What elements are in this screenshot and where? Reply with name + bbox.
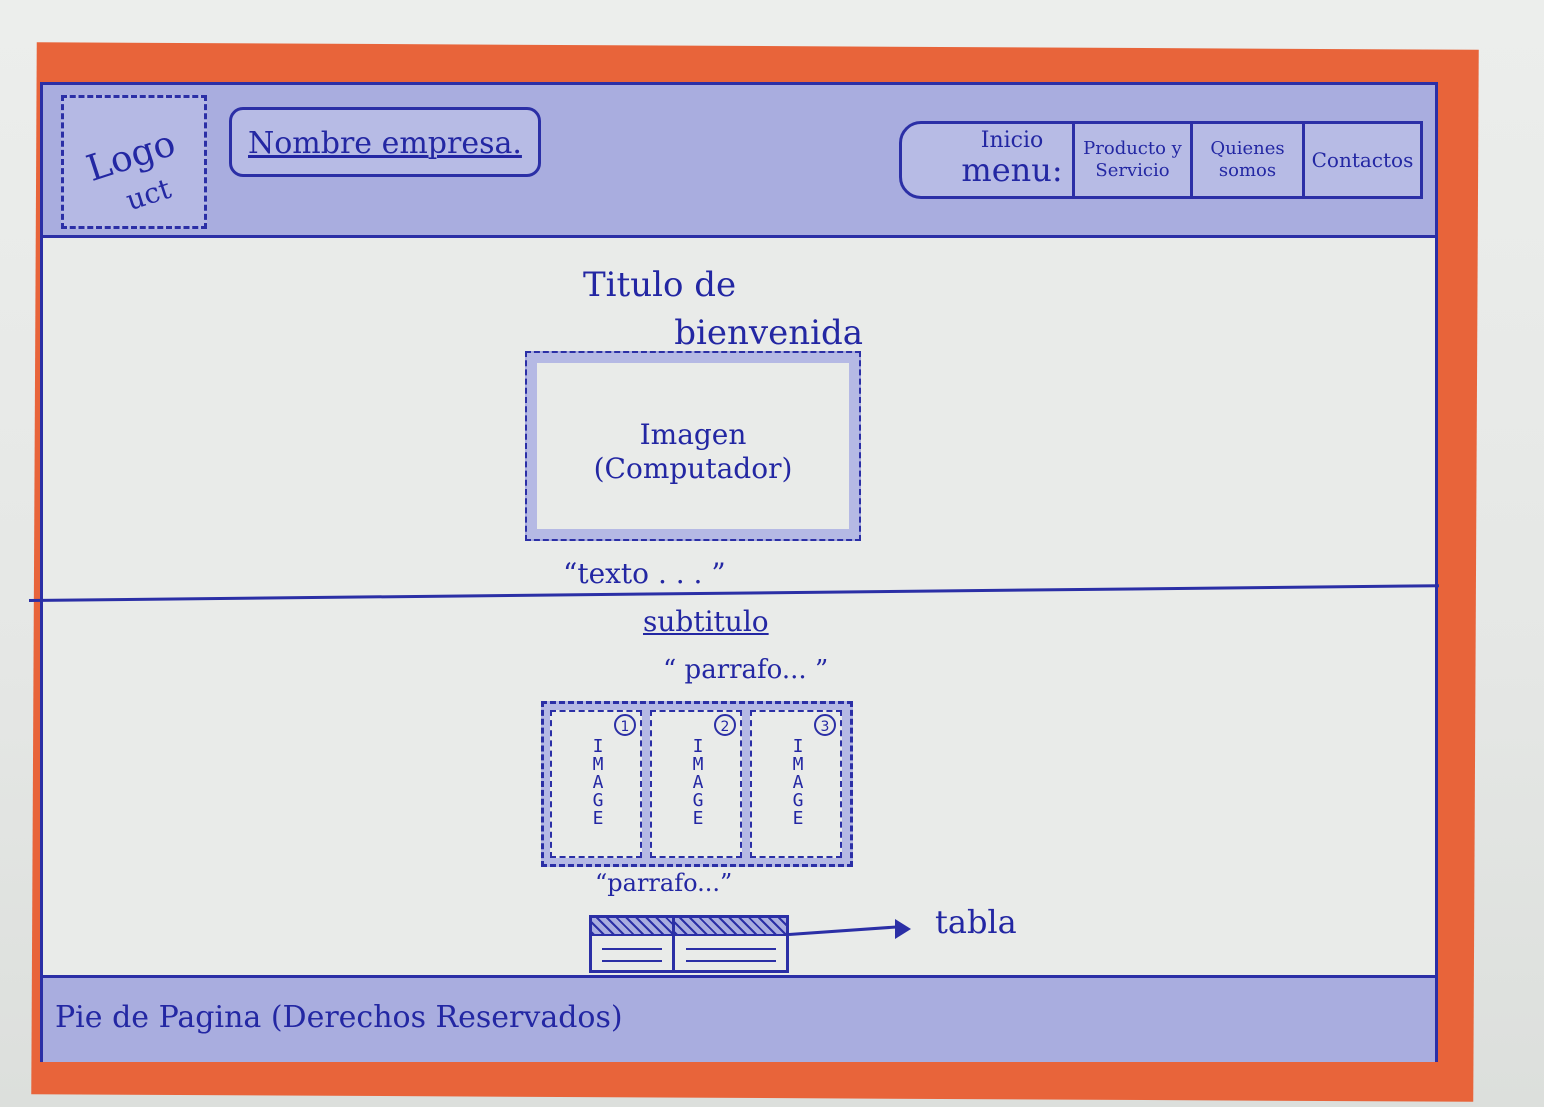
table-placeholder[interactable]	[589, 915, 789, 973]
welcome-title-line2: bienvenida	[674, 313, 863, 353]
hero-image-label-line2: (Computador)	[593, 452, 793, 485]
nav-item-inicio[interactable]: Inicio menu:	[954, 128, 1070, 187]
footer-text: Pie de Pagina (Derechos Reservados)	[55, 1000, 623, 1035]
table-header-cell	[675, 918, 786, 934]
nav-item-label: Contactos	[1311, 148, 1414, 172]
arrow-line	[788, 925, 901, 936]
table-cell-line	[602, 960, 662, 962]
table-row-line	[592, 934, 786, 936]
nav-item-label: Producto y	[1083, 138, 1182, 159]
welcome-title-line1: Titulo de	[583, 265, 737, 305]
gallery-image-3[interactable]: 3 IMAGE	[750, 710, 842, 858]
gallery-number-badge: 3	[814, 714, 836, 736]
table-cell-line	[686, 960, 776, 962]
nav-item-label: Quienes	[1210, 138, 1285, 159]
company-name: Nombre empresa.	[248, 126, 522, 161]
hero-image-label-line1: Imagen	[639, 418, 747, 451]
gallery-image-label: IMAGE	[592, 736, 604, 829]
wireframe-page: Logo uct Nombre empresa. Inicio menu: Pr…	[28, 82, 1439, 1062]
logo-subtext: uct	[122, 171, 175, 218]
section-divider	[28, 584, 1439, 602]
gallery-image-label: IMAGE	[692, 736, 704, 829]
image-gallery: 1 IMAGE 2 IMAGE 3 IMAGE	[541, 701, 853, 867]
table-cell-line	[602, 948, 662, 950]
nav-item-contactos[interactable]: Contactos	[1302, 124, 1420, 196]
table-column-divider	[672, 918, 675, 970]
hero-image-label: Imagen (Computador)	[528, 418, 858, 486]
hero-text: “texto . . . ”	[563, 557, 726, 590]
nav-item-quienes-somos[interactable]: Quienes somos	[1190, 124, 1302, 196]
logo-placeholder[interactable]: Logo uct	[61, 95, 207, 229]
arrow-head-icon	[895, 919, 911, 939]
gallery-image-1[interactable]: 1 IMAGE	[550, 710, 642, 858]
hero-image-placeholder[interactable]: Imagen (Computador)	[525, 351, 861, 541]
nav-inicio-label: Inicio	[980, 128, 1044, 153]
gallery-image-2[interactable]: 2 IMAGE	[650, 710, 742, 858]
nav-item-productos[interactable]: Producto y Servicio	[1072, 124, 1190, 196]
paragraph-2: “parrafo...”	[595, 869, 733, 897]
welcome-title: Titulo de bienvenida	[583, 261, 863, 357]
company-name-box[interactable]: Nombre empresa.	[229, 107, 541, 177]
header-bar: Logo uct Nombre empresa. Inicio menu: Pr…	[43, 85, 1435, 238]
nav-menu: Inicio menu: Producto y Servicio Quienes…	[899, 121, 1423, 199]
table-cell-line	[686, 948, 776, 950]
paragraph-1: “ parrafo... ”	[663, 655, 829, 685]
nav-menu-label: menu:	[961, 151, 1063, 189]
gallery-number-badge: 2	[714, 714, 736, 736]
gallery-number-badge: 1	[614, 714, 636, 736]
table-annotation: tabla	[935, 903, 1017, 941]
nav-item-sublabel: Servicio	[1095, 160, 1170, 181]
table-header-cell	[592, 918, 672, 934]
nav-item-sublabel: somos	[1218, 160, 1277, 181]
gallery-image-label: IMAGE	[792, 736, 804, 829]
section-subtitle: subtitulo	[643, 605, 769, 638]
footer-bar: Pie de Pagina (Derechos Reservados)	[43, 975, 1435, 1062]
